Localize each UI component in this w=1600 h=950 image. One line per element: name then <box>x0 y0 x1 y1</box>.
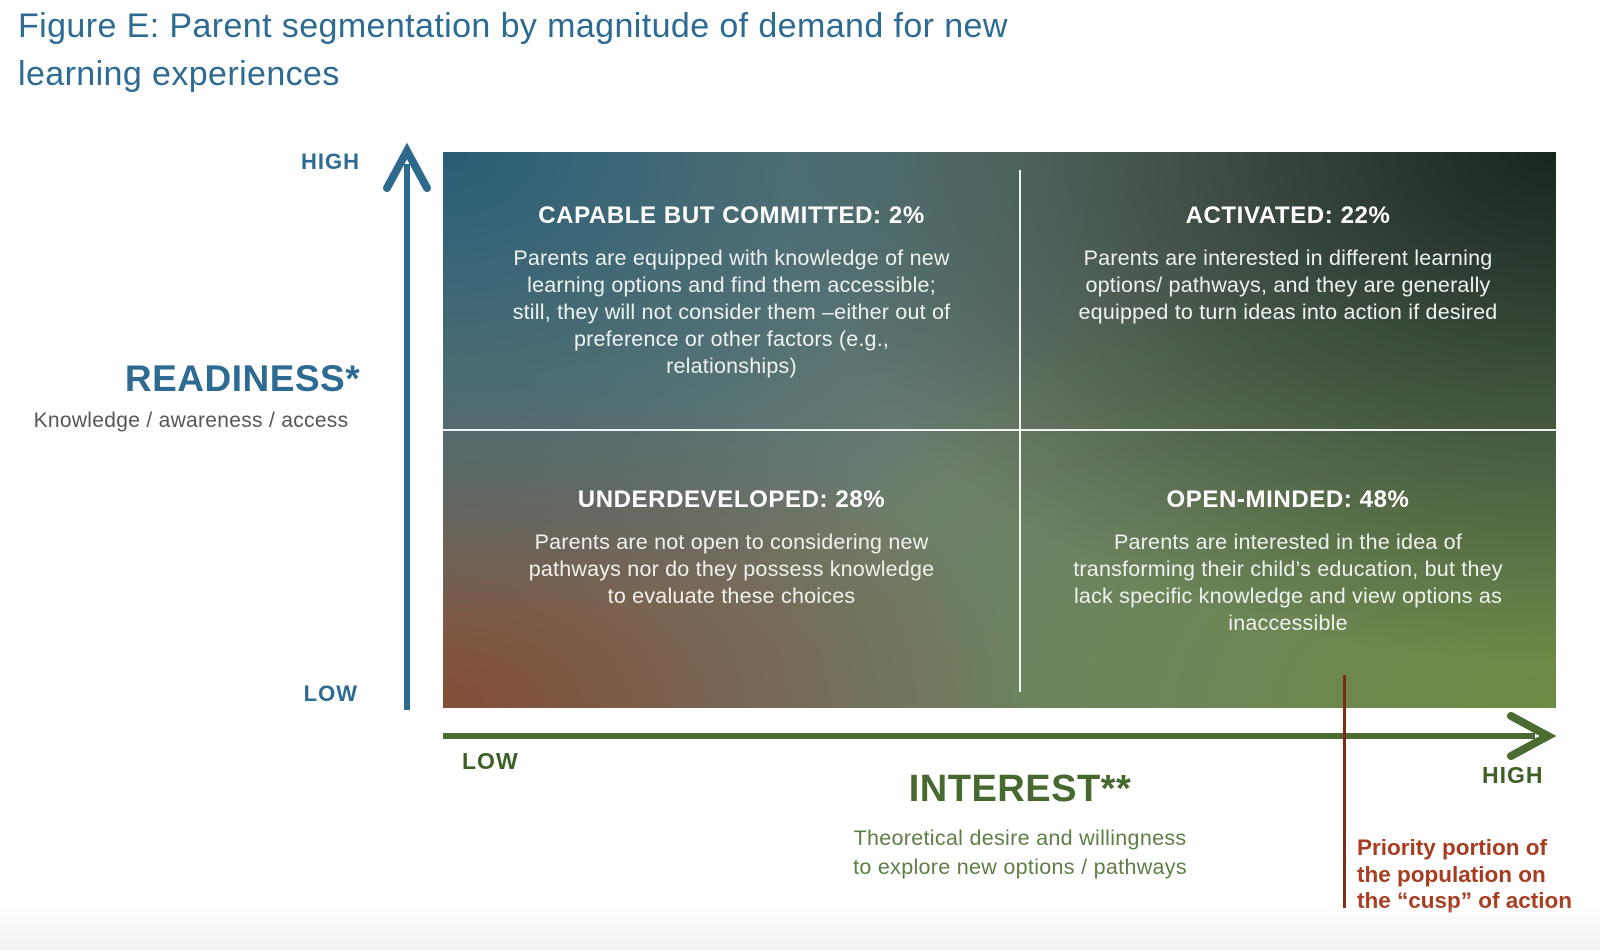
x-axis-arrow-icon <box>443 712 1556 760</box>
figure-title: Figure E: Parent segmentation by magnitu… <box>18 2 1008 98</box>
figure-title-line2: learning experiences <box>18 55 340 93</box>
quadrant-underdeveloped: UNDERDEVELOPED: 28% Parents are not open… <box>443 430 1020 708</box>
quadrant-body: Parents are equipped with knowledge of n… <box>512 246 951 378</box>
quadrant-heading: CAPABLE BUT COMMITTED: 2% <box>538 202 925 229</box>
priority-annotation-line2: the population on <box>1357 861 1546 887</box>
quadrant-activated: ACTIVATED: 22% Parents are interested in… <box>1020 152 1556 430</box>
priority-annotation-line <box>1343 675 1346 908</box>
y-axis-low-label: LOW <box>303 681 358 706</box>
readiness-axis-description: Knowledge / awareness / access <box>33 409 349 432</box>
quadrant-open-minded: OPEN-MINDED: 48% Parents are interested … <box>1020 430 1556 708</box>
interest-axis-label: INTEREST** <box>908 768 1132 810</box>
x-axis-high-label: HIGH <box>1482 762 1544 788</box>
quadrant-divider-horizontal <box>443 429 1556 431</box>
quadrant-body: Parents are interested in different lear… <box>1078 246 1498 324</box>
quadrant-matrix: CAPABLE BUT COMMITTED: 2% Parents are eq… <box>443 152 1556 708</box>
quadrant-heading: UNDERDEVELOPED: 28% <box>577 486 886 513</box>
quadrant-body: Parents are not open to considering new … <box>528 530 935 608</box>
interest-axis-description-line1: Theoretical desire and willingness <box>853 826 1187 850</box>
readiness-axis-label: READINESS* <box>124 358 361 399</box>
quadrant-body: Parents are interested in the idea of tr… <box>1073 530 1503 635</box>
interest-axis-description-line2: to explore new options / pathways <box>853 855 1187 879</box>
page-bottom-shade <box>0 904 1600 950</box>
y-axis-arrow-icon <box>383 142 431 710</box>
quadrant-heading: OPEN-MINDED: 48% <box>1166 486 1410 513</box>
interest-axis-description: Theoretical desire and willingness to ex… <box>780 824 1260 882</box>
y-axis-high-label: HIGH <box>301 149 360 174</box>
figure-title-line1: Figure E: Parent segmentation by magnitu… <box>18 7 1008 45</box>
quadrant-capable-but-committed: CAPABLE BUT COMMITTED: 2% Parents are eq… <box>443 152 1020 430</box>
x-axis-low-label: LOW <box>462 748 519 774</box>
priority-annotation-text: Priority portion of the population on th… <box>1357 835 1572 915</box>
priority-annotation-line1: Priority portion of <box>1357 835 1547 860</box>
quadrant-heading: ACTIVATED: 22% <box>1185 202 1391 229</box>
quadrant-divider-vertical <box>1019 170 1021 692</box>
